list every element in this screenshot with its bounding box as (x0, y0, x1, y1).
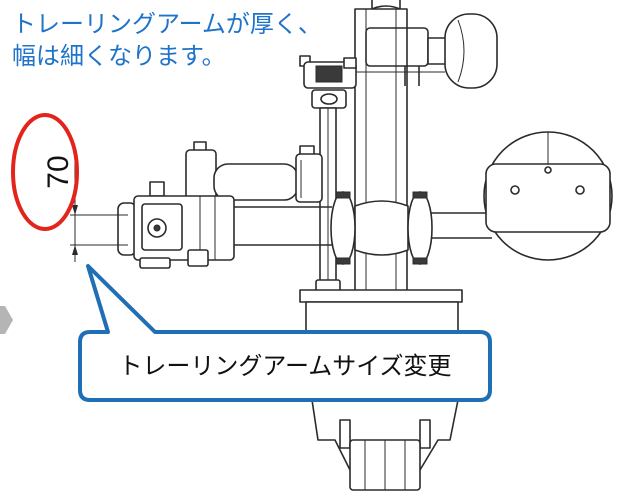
brake-chamber (350, 13, 498, 89)
slack-adjuster (299, 55, 357, 89)
clamp-cylinder (185, 141, 323, 203)
trailing-arm (117, 181, 235, 269)
dimension-label: 70 (42, 155, 75, 188)
callout-box (78, 264, 492, 402)
callout-text: トレーリングアームサイズ変更 (118, 352, 451, 380)
caption-line-1: トレーリングアームが厚く、 (12, 10, 322, 38)
wheel-drum (483, 131, 613, 261)
bushing-coupling (330, 191, 433, 265)
caption-line-2: 幅は細くなります。 (12, 42, 226, 70)
highlight-ellipse (11, 113, 79, 231)
chevron-right-icon[interactable] (0, 306, 13, 334)
